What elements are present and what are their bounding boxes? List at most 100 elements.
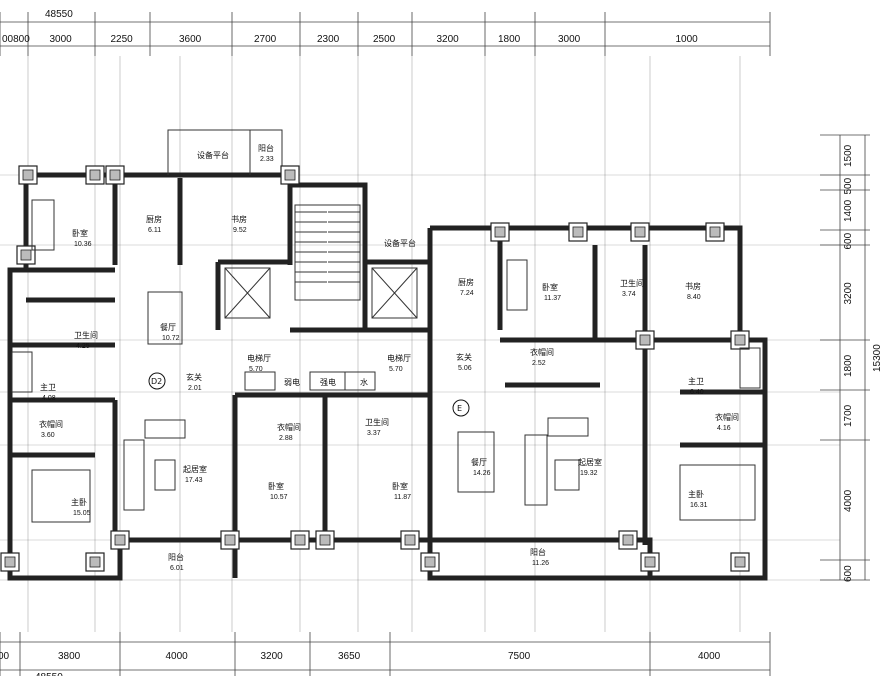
room-name-0: 设备平台 [197, 150, 229, 160]
room-area-28: 2.52 [532, 360, 546, 367]
room-name-24: 卧室 [542, 282, 558, 292]
right-dim-1: 500 [843, 177, 854, 194]
room-area-4: 9.52 [233, 227, 247, 234]
room-area-3: 6.11 [148, 227, 161, 234]
room-area-33: 16.31 [690, 502, 708, 509]
top-dim-6: 2500 [373, 34, 396, 45]
room-area-14: 5.70 [389, 366, 403, 373]
room-name-26: 书房 [685, 281, 701, 291]
room-area-6: 4.25 [76, 343, 90, 350]
right-dim-7: 4000 [843, 489, 854, 512]
room-area-20: 3.37 [367, 430, 381, 437]
room-area-7: 4.08 [42, 395, 56, 402]
room-name-23: 厨房 [458, 277, 474, 287]
room-area-26: 8.40 [687, 294, 701, 301]
unit-marker-d2: D2 [148, 372, 166, 390]
right-dim-5: 1800 [843, 354, 854, 377]
room-name-30: 起居室 [578, 457, 602, 467]
right-dim-4: 3200 [843, 282, 854, 305]
room-area-23: 7.24 [460, 290, 474, 297]
room-name-21: 卧室 [268, 481, 284, 491]
room-area-1: 2.33 [260, 156, 274, 163]
room-name-9: 主卧 [71, 497, 87, 507]
room-area-10: 2.01 [188, 385, 202, 392]
top-dim-5: 2300 [317, 34, 340, 45]
room-name-32: 衣帽间 [715, 412, 739, 422]
room-area-29: 14.26 [473, 470, 491, 477]
room-name-25: 卫生间 [620, 278, 644, 288]
room-name-6: 卫生间 [74, 330, 98, 340]
room-area-11: 17.43 [185, 477, 203, 484]
top-dim-9: 3000 [558, 34, 581, 45]
bottom-total-dimension: 48550 [35, 672, 63, 676]
room-name-34: 阳台 [530, 547, 546, 557]
right-dim-8: 600 [843, 565, 854, 582]
room-area-21: 10.57 [270, 494, 288, 501]
room-name-15: 设备平台 [384, 238, 416, 248]
room-area-24: 11.37 [544, 295, 561, 302]
room-area-27: 5.06 [458, 365, 472, 372]
room-name-7: 主卫 [40, 382, 56, 392]
right-total-dimension: 15300 [872, 344, 883, 372]
room-name-28: 衣帽间 [530, 347, 554, 357]
room-name-3: 厨房 [146, 214, 162, 224]
room-name-5: 餐厅 [160, 323, 176, 332]
structural-columns [0, 165, 750, 572]
furniture [11, 199, 761, 523]
top-dim-1: 3000 [50, 34, 73, 45]
unit-label-e: E [457, 404, 462, 413]
room-name-12: 阳台 [168, 552, 184, 562]
room-name-27: 玄关 [456, 352, 472, 362]
right-dim-2: 1400 [843, 199, 854, 222]
room-area-25: 3.74 [622, 291, 636, 298]
room-name-13: 电梯厅 [247, 353, 271, 363]
bottom-dim-4: 3650 [338, 651, 361, 662]
room-name-11: 起居室 [183, 464, 207, 474]
room-area-34: 11.26 [532, 560, 549, 567]
room-area-31: 6.40 [690, 389, 704, 396]
room-name-10: 玄关 [186, 372, 202, 382]
top-dim-3: 3600 [179, 34, 202, 45]
room-area-9: 15.05 [73, 510, 91, 517]
room-name-20: 卫生间 [365, 417, 389, 427]
room-name-4: 书房 [231, 214, 247, 224]
room-name-17: 强电 [320, 377, 336, 387]
top-dim-0: 00800 [2, 34, 30, 45]
room-area-2: 10.36 [74, 241, 92, 248]
room-area-12: 6.01 [170, 565, 184, 572]
room-area-8: 3.60 [41, 432, 55, 439]
room-name-18: 水 [360, 377, 368, 387]
room-area-5: 10.72 [162, 335, 180, 342]
bottom-dim-1: 3800 [58, 651, 81, 662]
top-dim-4: 2700 [254, 34, 277, 45]
unit-label-d2: D2 [151, 377, 162, 386]
room-name-16: 弱电 [284, 377, 300, 387]
room-area-22: 11.87 [394, 494, 411, 501]
right-dim-0: 1500 [843, 144, 854, 167]
room-name-31: 主卫 [688, 376, 704, 386]
bottom-dim-0: 00 [0, 651, 10, 662]
room-name-8: 衣帽间 [39, 419, 63, 429]
room-area-13: 5.70 [249, 366, 263, 373]
right-dim-3: 600 [843, 232, 854, 249]
bottom-dim-2: 4000 [166, 651, 189, 662]
room-labels: 设备平台阳台2.33卧室10.36厨房6.11书房9.52餐厅10.72卫生间4… [39, 143, 739, 572]
room-name-29: 餐厅 [471, 458, 487, 467]
room-name-1: 阳台 [258, 143, 274, 153]
bottom-dim-3: 3200 [261, 651, 284, 662]
bottom-dim-6: 4000 [698, 651, 721, 662]
top-total-dimension: 48550 [45, 9, 73, 20]
room-area-30: 19.32 [580, 470, 598, 477]
room-name-22: 卧室 [392, 481, 408, 491]
right-dim-6: 1700 [843, 404, 854, 427]
room-area-19: 2.88 [279, 435, 293, 442]
unit-marker-e: E [452, 399, 470, 417]
room-name-2: 卧室 [72, 228, 88, 238]
top-dim-8: 1800 [498, 34, 521, 45]
room-area-32: 4.16 [717, 425, 731, 432]
room-name-19: 衣帽间 [277, 422, 301, 432]
room-name-14: 电梯厅 [387, 353, 411, 363]
